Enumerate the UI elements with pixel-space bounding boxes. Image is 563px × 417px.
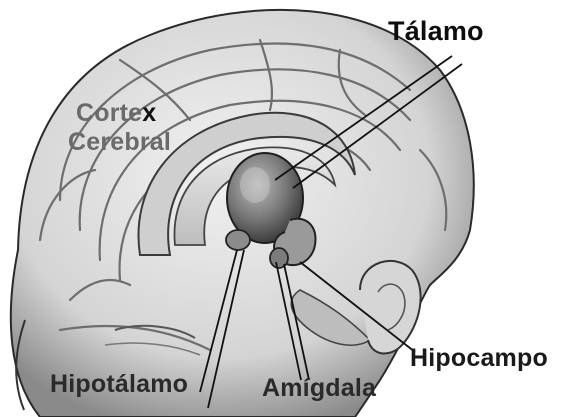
- label-hipocampo: Hipocampo: [410, 346, 548, 371]
- amygdala-shape: [270, 248, 288, 268]
- ear-shape: [360, 261, 421, 354]
- label-cortex-line2: Cerebral: [68, 130, 171, 155]
- label-cortex-x: x: [142, 99, 156, 127]
- label-hipotalamo: Hipotálamo: [50, 372, 188, 397]
- label-cortex-main: Córte: [76, 99, 142, 127]
- label-amigdala: Amígdala: [262, 376, 376, 401]
- hypothalamus-shape: [226, 230, 250, 250]
- label-cortex-line1: Córtex: [76, 101, 156, 126]
- label-talamo: Tálamo: [388, 18, 484, 45]
